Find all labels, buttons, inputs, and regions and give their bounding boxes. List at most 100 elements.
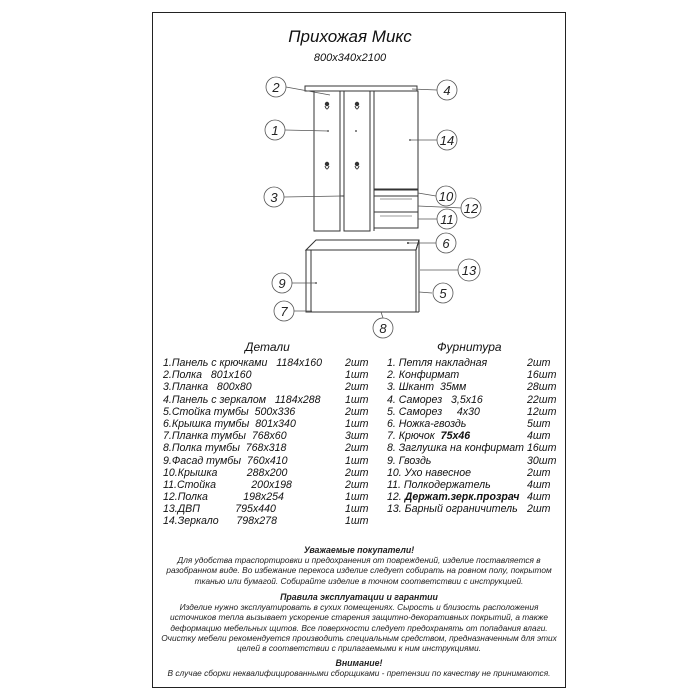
product-dimensions: 800х340х2100 — [313, 52, 387, 64]
details-item: 2.Полка 801х160 1шт — [163, 369, 373, 381]
hardware-item-name: 2. Конфирмат — [387, 369, 460, 382]
details-item: 6.Крышка тумбы 801х340 1шт — [163, 418, 373, 430]
details-item: 9.Фасад тумбы 760х410 1шт — [163, 455, 373, 467]
hardware-item-qty: 22шт — [527, 393, 557, 406]
details-item: 5.Стойка тумбы 500х336 2шт — [163, 406, 373, 418]
instruction-frame — [152, 12, 566, 688]
attention-note: Внимание! В случае сборки неквалифициров… — [160, 658, 558, 678]
details-item-qty: 1шт — [345, 454, 369, 467]
details-item-qty: 1шт — [345, 393, 369, 406]
hardware-item: 9. Гвоздь 30шт — [387, 455, 559, 467]
details-item-qty: 1шт — [345, 491, 369, 504]
callout-8: 8 — [379, 321, 387, 336]
hardware-item-qty: 16шт — [527, 442, 557, 455]
hardware-item-qty: 2шт — [527, 466, 551, 479]
details-item-qty: 2шт — [345, 381, 369, 394]
details-item-name: 2.Полка 801х160 — [163, 369, 252, 382]
details-item-name: 14.Зеркало 798х278 — [163, 515, 277, 528]
details-item: 11.Стойка 200х198 2шт — [163, 479, 373, 491]
hardware-item-bold: Держат.зерк.прозрач — [404, 491, 520, 504]
details-item-name: 13.ДВП 795х440 — [163, 503, 276, 516]
details-item: 1.Панель с крючками 1184х160 2шт — [163, 357, 373, 369]
details-item-name: 3.Планка 800х80 — [163, 381, 252, 394]
details-item-qty: 1шт — [345, 515, 369, 528]
callout-7: 7 — [280, 304, 288, 319]
details-item-qty: 2шт — [345, 442, 369, 455]
hardware-item-qty: 30шт — [527, 454, 557, 467]
attention-heading: Внимание! — [335, 658, 383, 668]
details-item: 8.Полка тумбы 768х318 2шт — [163, 442, 373, 454]
hardware-item-qty: 2шт — [527, 357, 551, 369]
callout-6: 6 — [442, 236, 450, 251]
details-item-name: 6.Крышка тумбы 801х340 — [163, 417, 296, 430]
hardware-item-bold: 75х46 — [440, 430, 471, 443]
details-item: 3.Планка 800х80 2шт — [163, 381, 373, 393]
details-item-name: 1.Панель с крючками 1184х160 — [163, 357, 322, 369]
details-item: 10.Крышка 288х200 2шт — [163, 467, 373, 479]
hardware-item-name: 9. Гвоздь — [387, 454, 432, 467]
hook-icons — [324, 101, 411, 244]
hardware-item: 6. Ножка-гвоздь 5шт — [387, 418, 559, 430]
hardware-item-name: 1. Петля накладная — [387, 357, 488, 369]
details-item-qty: 2шт — [345, 357, 369, 369]
hardware-item-name: 12. — [387, 491, 405, 504]
details-item-name: 11.Стойка 200х198 — [163, 478, 292, 491]
callout-13: 13 — [462, 263, 477, 278]
greeting-text: Для удобства траспортировки и предохране… — [166, 555, 552, 586]
details-item-name: 9.Фасад тумбы 760х410 — [163, 454, 288, 467]
hardware-item-name: 10. Ухо навесное — [387, 466, 472, 479]
details-item-qty: 3шт — [345, 430, 369, 443]
details-item-name: 5.Стойка тумбы 500х336 — [163, 405, 296, 418]
customer-note: Уважаемые покупатели! Для удобства трасп… — [160, 545, 558, 586]
callout-5: 5 — [439, 286, 447, 301]
callout-2: 2 — [271, 80, 280, 95]
leader-lines — [283, 86, 463, 319]
hardware-item-name: 6. Ножка-гвоздь — [387, 417, 467, 430]
callout-3: 3 — [270, 190, 278, 205]
hardware-item-qty: 12шт — [527, 405, 557, 418]
product-title: Прихожая Микс — [288, 27, 412, 46]
hardware-item-qty: 4шт — [527, 430, 551, 443]
details-item: 4.Панель с зеркалом 1184х288 1шт — [163, 394, 373, 406]
hardware-item: 1. Петля накладная 2шт — [387, 357, 559, 369]
greeting-heading: Уважаемые покупатели! — [303, 545, 415, 555]
hardware-item-name: 4. Саморез 3,5х16 — [387, 393, 483, 406]
hardware-item-qty: 2шт — [527, 503, 551, 516]
hardware-item-name: 8. Заглушка на конфирмат — [387, 442, 524, 455]
details-item-qty: 1шт — [345, 369, 369, 382]
details-item-qty: 2шт — [345, 478, 369, 491]
callout-labels: 2 4 1 14 3 10 12 11 6 13 9 5 7 8 — [270, 80, 479, 336]
rules-text: Изделие нужно эксплуатировать в сухих по… — [161, 602, 557, 654]
hardware-item-name: 3. Шкант 35мм — [387, 381, 467, 394]
details-item-qty: 2шт — [345, 466, 369, 479]
callouts — [263, 76, 482, 339]
hardware-item-name: 11. Полкодержатель — [387, 478, 491, 491]
details-item-name: 8.Полка тумбы 768х318 — [163, 442, 287, 455]
hardware-item-qty: 28шт — [527, 381, 557, 394]
details-item-qty: 2шт — [345, 405, 369, 418]
callout-14: 14 — [440, 133, 454, 148]
hardware-item-name: 13. Барный ограничитель — [387, 503, 518, 516]
hardware-heading: Фурнитура — [437, 340, 502, 354]
cabinet — [304, 239, 420, 313]
rules-heading: Правила эксплуатации и гарантии — [280, 592, 438, 602]
rules-note: Правила эксплуатации и гарантии Изделие … — [160, 592, 558, 653]
details-heading: Детали — [245, 340, 290, 354]
details-item-name: 10.Крышка 288х200 — [163, 466, 288, 479]
hardware-item: 10. Ухо навесное 2шт — [387, 467, 559, 479]
hardware-item-qty: 5шт — [527, 417, 551, 430]
hardware-item: 4. Саморез 3,5х16 22шт — [387, 394, 559, 406]
hardware-item: 3. Шкант 35мм 28шт — [387, 381, 559, 393]
details-item-qty: 1шт — [345, 503, 369, 516]
details-item-name: 4.Панель с зеркалом 1184х288 — [163, 393, 321, 406]
details-item-qty: 1шт — [345, 417, 369, 430]
callout-4: 4 — [443, 83, 450, 98]
